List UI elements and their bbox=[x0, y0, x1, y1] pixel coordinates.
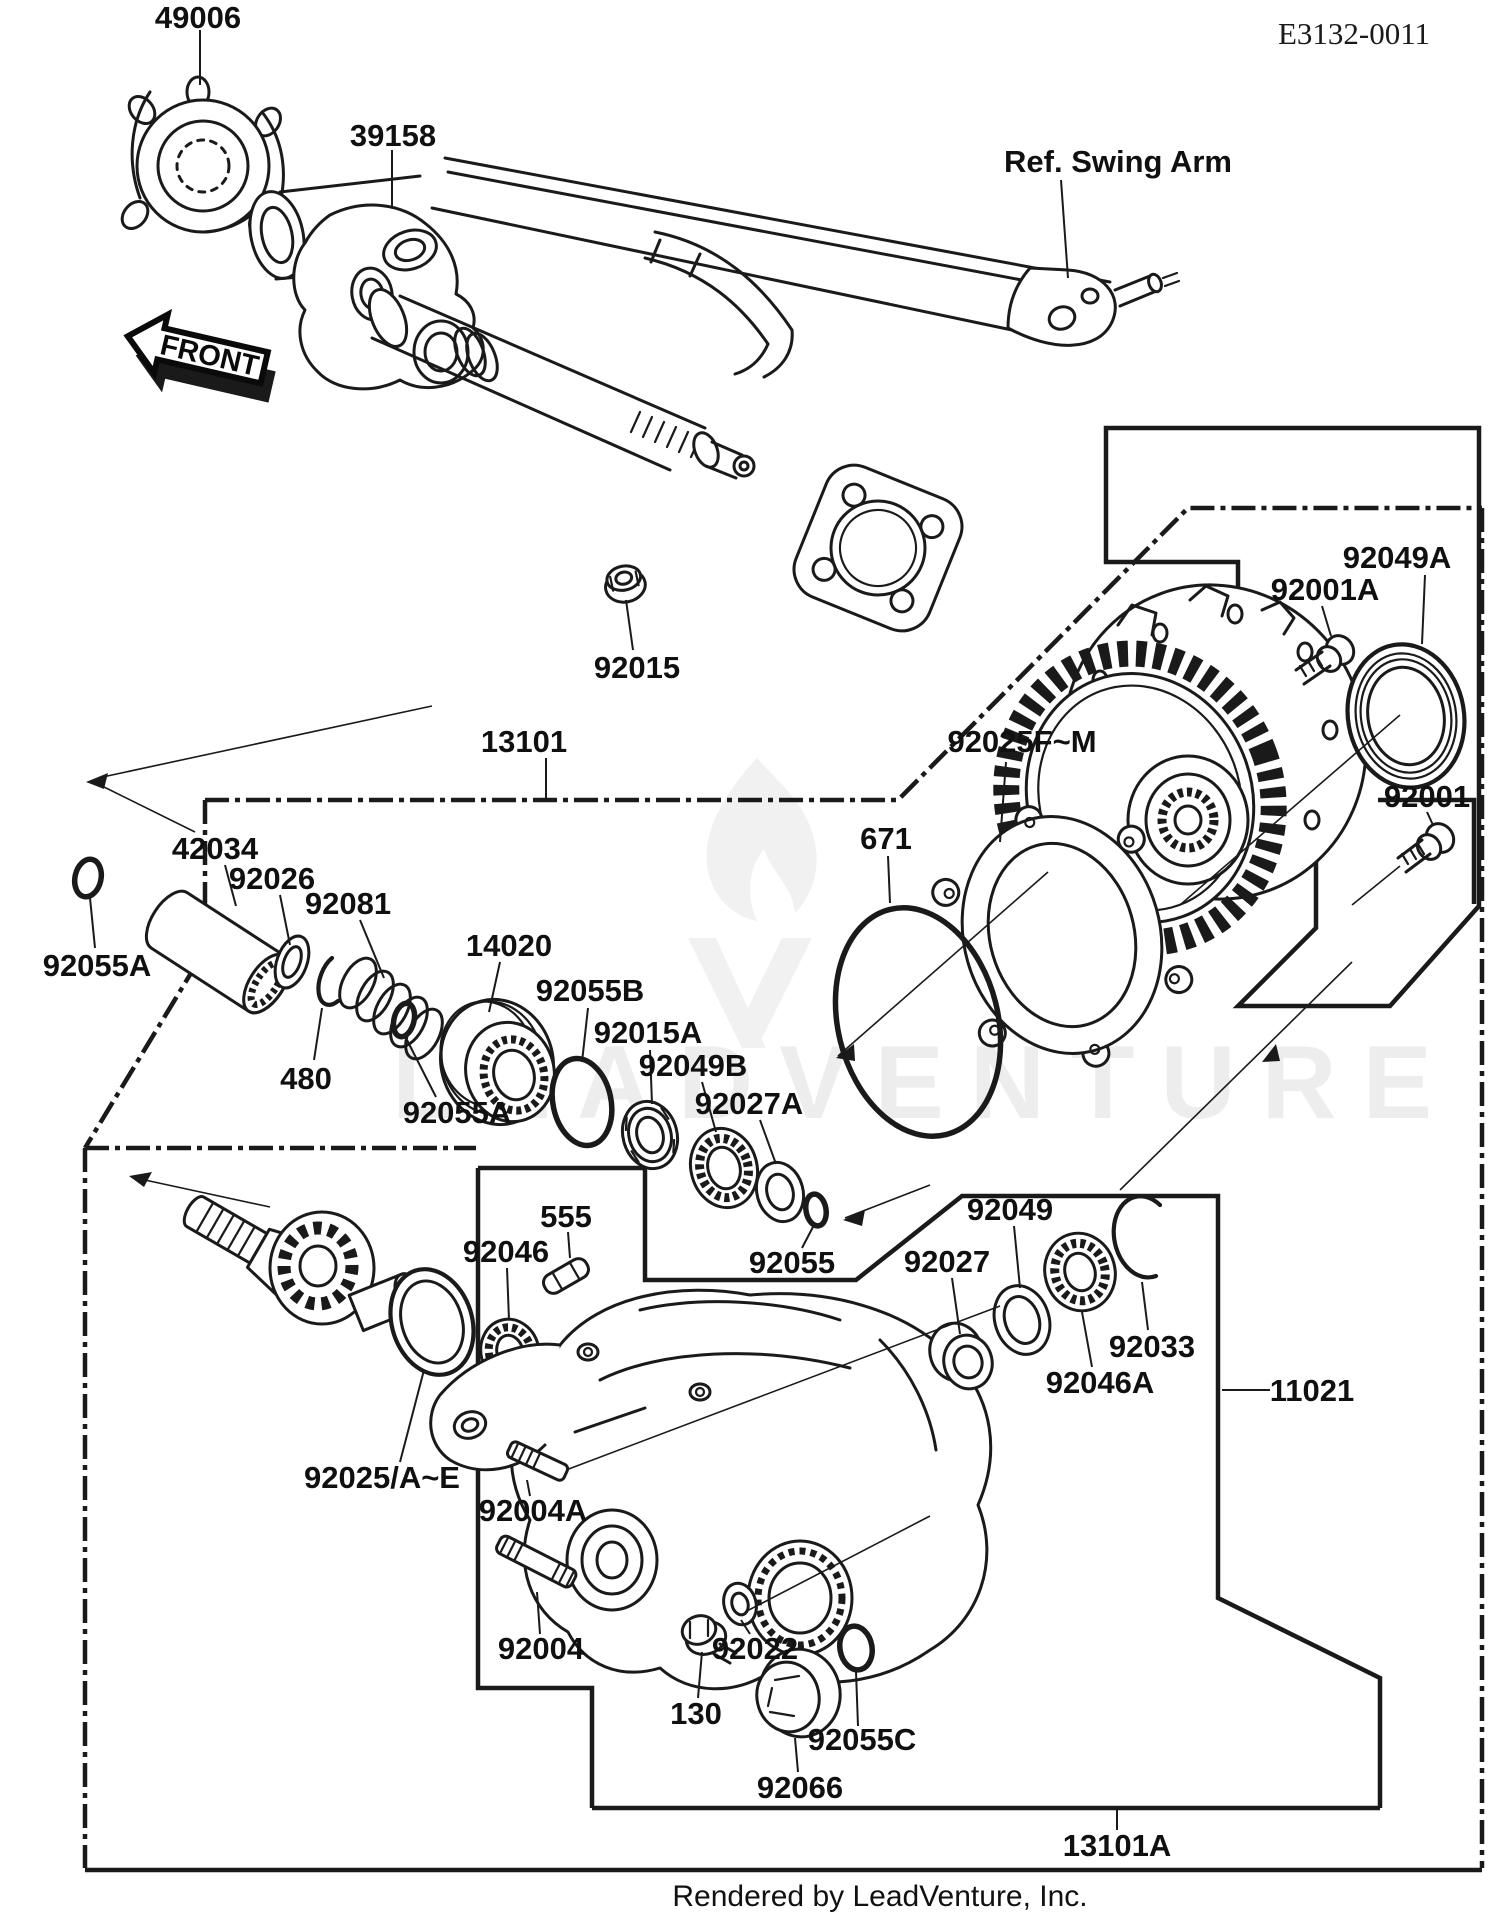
label-92046a: 92046A bbox=[1046, 1365, 1155, 1400]
label-13101a: 13101A bbox=[1063, 1828, 1172, 1863]
washer-92026 bbox=[273, 934, 311, 990]
front-arrow-shape bbox=[123, 308, 272, 387]
label-92015a: 92015A bbox=[594, 1015, 703, 1050]
nut-92015 bbox=[604, 564, 647, 604]
label-480: 480 bbox=[280, 1061, 332, 1096]
assembly-boundaries bbox=[82, 425, 1485, 1873]
label-92049b: 92049B bbox=[639, 1048, 748, 1083]
label-92055b: 92055B bbox=[536, 973, 645, 1008]
circlip-480 bbox=[316, 955, 341, 1007]
label-92027a: 92027A bbox=[695, 1086, 804, 1121]
label-92049: 92049 bbox=[967, 1192, 1053, 1227]
label-92081: 92081 bbox=[305, 886, 391, 921]
bolt-130 bbox=[680, 1614, 738, 1665]
label-92055a-1: 92055A bbox=[43, 948, 152, 983]
label-14020: 14020 bbox=[466, 928, 552, 963]
screw-92001a bbox=[1294, 634, 1356, 686]
label-92027: 92027 bbox=[904, 1244, 990, 1279]
label-555: 555 bbox=[540, 1199, 592, 1234]
oil-seal-92049a bbox=[1345, 642, 1467, 790]
label-92001: 92001 bbox=[1384, 779, 1470, 814]
stud-92004 bbox=[495, 1534, 578, 1589]
oring-92055a-1 bbox=[71, 856, 105, 900]
footer-credit: Rendered by LeadVenture, Inc. bbox=[672, 1880, 1087, 1913]
gear-case-11021 bbox=[429, 1288, 993, 1691]
seal-92049 bbox=[992, 1284, 1052, 1356]
detail-box-92001 bbox=[1378, 797, 1477, 904]
oring-671 bbox=[832, 905, 1004, 1139]
screw-92001 bbox=[1396, 822, 1456, 874]
leadventure-watermark: LEADVENTURE bbox=[392, 758, 1458, 1141]
drive-shaft bbox=[367, 288, 756, 480]
seal-92027a bbox=[754, 1160, 806, 1224]
pin-555 bbox=[542, 1257, 590, 1295]
figure-code: E3132-0011 bbox=[1278, 16, 1430, 51]
oring-92055c bbox=[837, 1623, 875, 1673]
shim-92025ae bbox=[388, 1267, 476, 1377]
pinion-shaft-group bbox=[182, 1195, 423, 1333]
front-arrow: FRONT bbox=[123, 308, 276, 403]
label-42034: 42034 bbox=[172, 831, 259, 866]
bushing-92027 bbox=[928, 1321, 994, 1391]
watermark-text: LEADVENTURE bbox=[392, 1025, 1458, 1141]
label-92004a: 92004A bbox=[479, 1493, 588, 1528]
label-92066: 92066 bbox=[757, 1770, 843, 1805]
label-92055c: 92055C bbox=[808, 1722, 917, 1757]
swing-arm bbox=[248, 156, 1181, 379]
detail-box-92049a bbox=[1103, 425, 1482, 1009]
label-92046: 92046 bbox=[463, 1234, 549, 1269]
stud-92004a bbox=[505, 1440, 570, 1482]
label-92026: 92026 bbox=[229, 861, 315, 896]
ring-nut-14020 bbox=[439, 997, 556, 1127]
ref-swing-arm-note: Ref. Swing Arm bbox=[1004, 144, 1232, 179]
label-92055a-2: 92055A bbox=[403, 1095, 512, 1130]
label-92033: 92033 bbox=[1109, 1329, 1195, 1364]
washer-92022 bbox=[722, 1581, 758, 1627]
oring-92055 bbox=[803, 1191, 829, 1229]
gasket-92025fm bbox=[931, 805, 1194, 1068]
label-92022: 92022 bbox=[712, 1631, 798, 1666]
label-92025fm: 92025F~M bbox=[947, 724, 1096, 759]
label-39158: 39158 bbox=[350, 118, 436, 153]
label-11021: 11021 bbox=[1270, 1373, 1355, 1408]
swing-arm-brace bbox=[643, 230, 794, 379]
oring-92055a-2 bbox=[390, 1000, 418, 1040]
label-49006: 49006 bbox=[155, 0, 241, 35]
label-92049a: 92049A bbox=[1343, 540, 1452, 575]
watermark-flame-icon bbox=[706, 758, 817, 921]
label-92004: 92004 bbox=[498, 1631, 585, 1666]
leader-lines bbox=[86, 30, 1434, 1830]
swing-arm-axle-stub bbox=[1113, 274, 1156, 308]
oring-92055b bbox=[549, 1055, 615, 1149]
plug-92066 bbox=[755, 1647, 842, 1739]
circlip-92033 bbox=[1111, 1194, 1163, 1280]
labels: 49006 E3132-0011 39158 Ref. Swing Arm 92… bbox=[43, 0, 1470, 1913]
label-92001a: 92001A bbox=[1271, 572, 1380, 607]
label-92025ae: 92025/A~E bbox=[304, 1460, 460, 1495]
bearing-92046a bbox=[1043, 1231, 1117, 1313]
carrier-bolt-tabs bbox=[1116, 584, 1296, 637]
label-13101: 13101 bbox=[481, 724, 567, 759]
shaft-flange bbox=[792, 463, 964, 633]
boundary-13101 bbox=[82, 505, 1485, 1868]
nut-92015a bbox=[620, 1099, 680, 1171]
bearing-92049b bbox=[688, 1126, 760, 1210]
label-92015: 92015 bbox=[594, 650, 680, 685]
watermark-v-icon bbox=[688, 938, 812, 1048]
label-130: 130 bbox=[670, 1696, 722, 1731]
label-671: 671 bbox=[860, 821, 912, 856]
collar-42034 bbox=[144, 889, 292, 1015]
label-92055: 92055 bbox=[749, 1245, 835, 1280]
